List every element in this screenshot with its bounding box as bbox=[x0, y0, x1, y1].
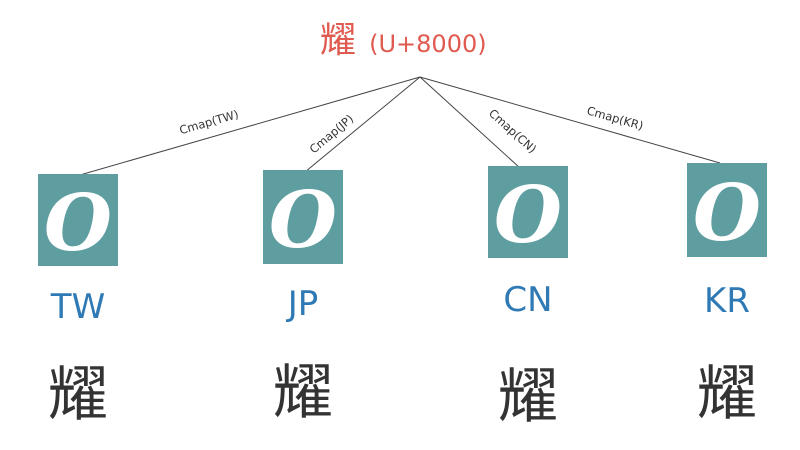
region-label-kr: KR bbox=[704, 281, 750, 321]
region-label-cn: CN bbox=[503, 280, 552, 320]
root-label: 耀 (U+8000) bbox=[320, 20, 487, 61]
variant-char-tw: 耀 bbox=[48, 360, 108, 430]
variant-char-jp: 耀 bbox=[273, 358, 333, 428]
variant-kr: O KR 耀 bbox=[687, 163, 767, 429]
edge-label-cn: Cmap(CN) bbox=[486, 106, 539, 156]
glyph-o-kr: O bbox=[693, 168, 761, 259]
glyph-o-jp: O bbox=[269, 175, 337, 266]
edge-line-tw bbox=[79, 76, 421, 176]
root-codepoint: (U+8000) bbox=[369, 30, 486, 58]
edge-label-kr: Cmap(KR) bbox=[585, 103, 645, 132]
glyph-box-kr bbox=[687, 163, 767, 257]
glyph-o-cn: O bbox=[494, 170, 562, 261]
glyph-o-tw: O bbox=[44, 178, 112, 269]
glyph-box-jp bbox=[263, 170, 343, 264]
edge-line-jp bbox=[304, 76, 421, 173]
edge-label-tw: Cmap(TW) bbox=[178, 107, 240, 137]
edge-line-cn bbox=[419, 76, 521, 169]
variant-tw: O TW 耀 bbox=[38, 174, 118, 430]
variant-jp: O JP 耀 bbox=[263, 170, 343, 428]
glyph-box-tw bbox=[38, 174, 118, 266]
region-label-tw: TW bbox=[50, 287, 105, 327]
root-character: 耀 bbox=[320, 20, 356, 61]
glyph-box-cn bbox=[488, 166, 568, 258]
variant-char-kr: 耀 bbox=[697, 359, 757, 429]
variant-char-cn: 耀 bbox=[498, 362, 558, 432]
variant-cn: O CN 耀 bbox=[488, 166, 568, 432]
region-label-jp: JP bbox=[286, 284, 319, 324]
edge-line-kr bbox=[419, 76, 721, 164]
